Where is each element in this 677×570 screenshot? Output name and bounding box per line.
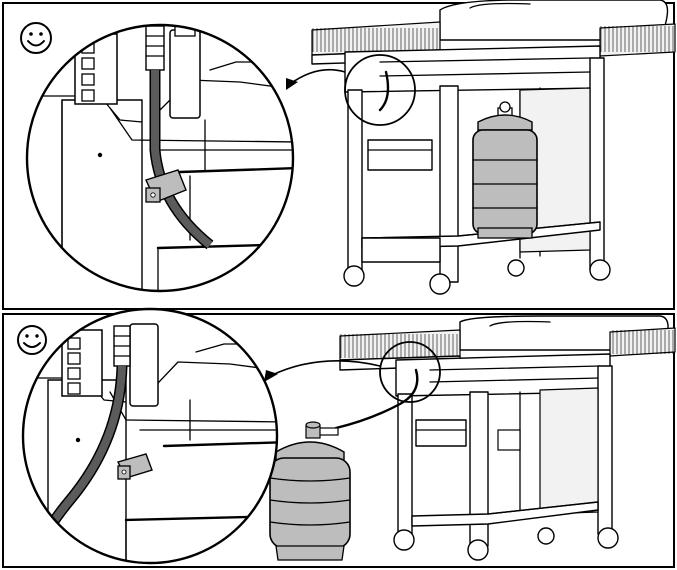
callout-arrow-bottom <box>269 360 381 377</box>
panel-tank-in-cabinet <box>2 0 676 310</box>
arrowhead-bottom <box>264 370 278 382</box>
zoom-detail-top <box>25 23 295 293</box>
zoom-detail-bottom <box>21 307 279 565</box>
grill-illustration-bottom <box>334 315 676 561</box>
smiley-face-icon <box>17 325 47 355</box>
grill-illustration-top <box>311 0 676 295</box>
panel-tank-outside <box>2 307 676 568</box>
propane-tank-bottom <box>269 421 351 561</box>
arrowhead-top <box>286 78 298 90</box>
smiley-face-icon <box>20 22 52 54</box>
propane-tank-top <box>472 101 538 239</box>
